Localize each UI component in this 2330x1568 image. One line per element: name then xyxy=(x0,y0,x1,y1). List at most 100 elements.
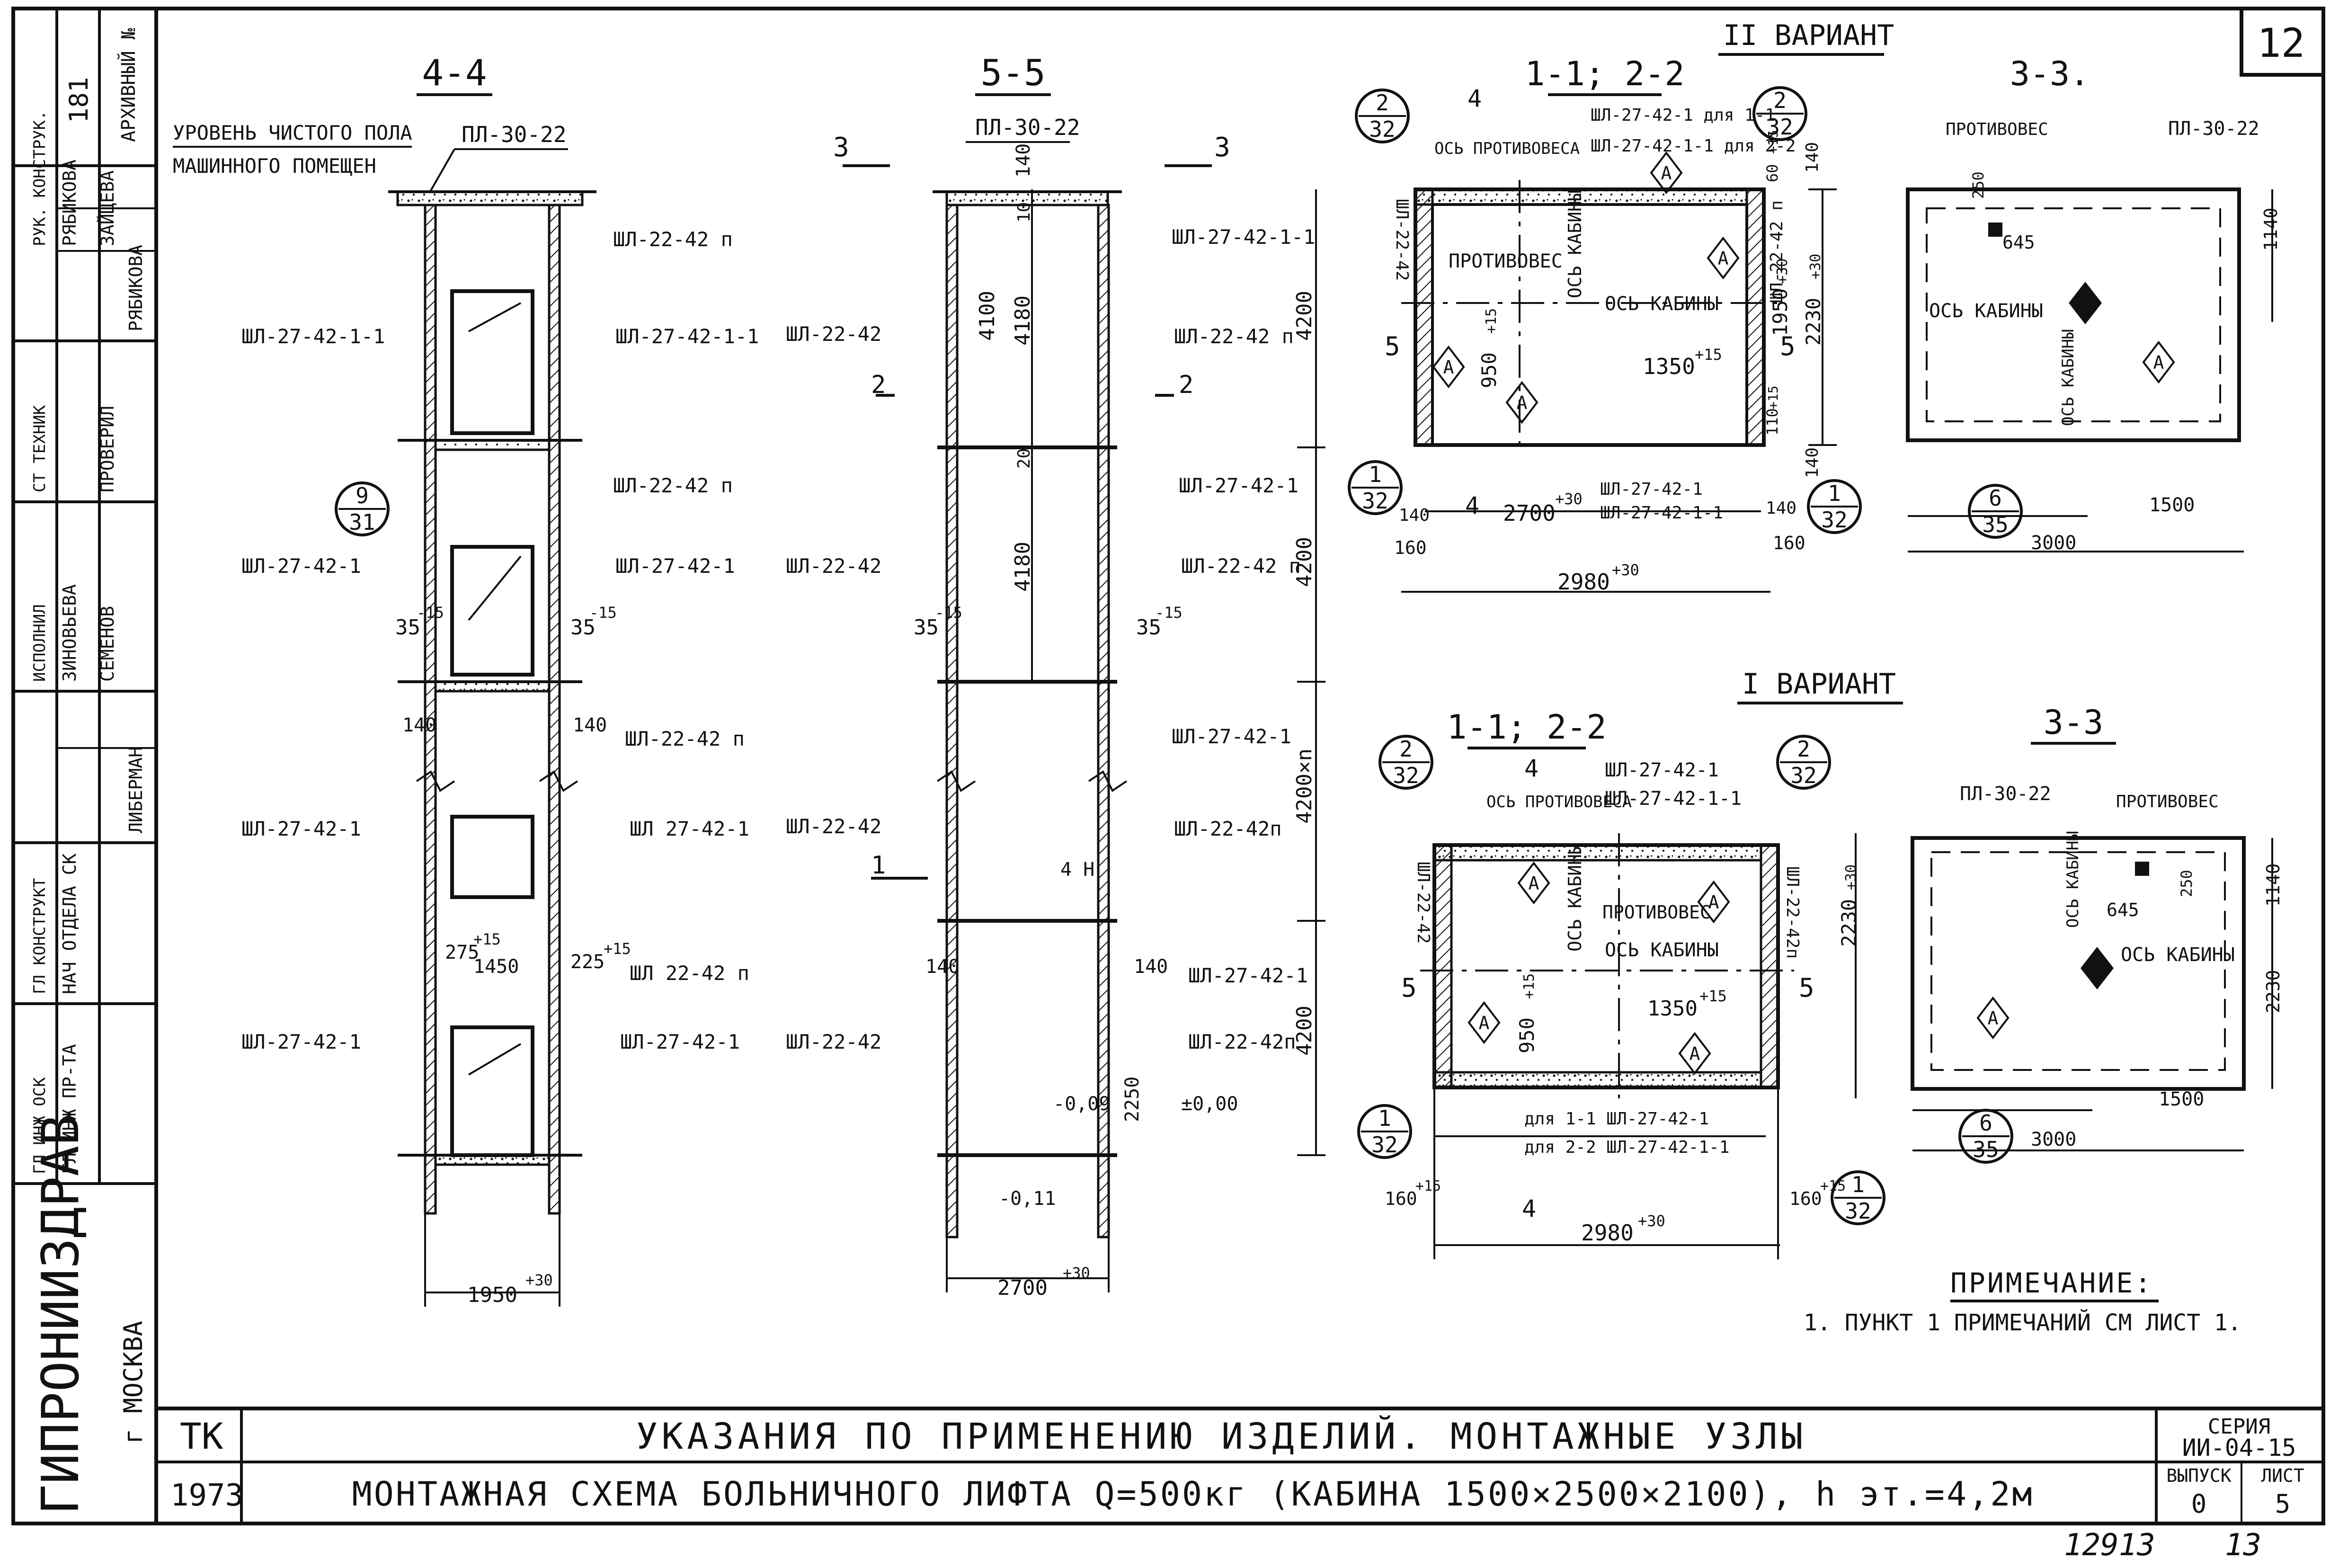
v1-p33-label-3: ОСЬ КАБИНЫ xyxy=(2121,944,2235,966)
s55-level-2: -0,11 xyxy=(999,1188,1056,1210)
v2-p33-callout: 635 xyxy=(1968,484,2023,539)
s44-dim-3: 140 xyxy=(573,714,607,736)
v2-label-9: ШЛ-27-42-1-1 xyxy=(1600,503,1723,523)
v1-label-5: ПРОТИВОВЕС xyxy=(1602,902,1711,923)
v1-callout-1: 232 xyxy=(1776,735,1831,790)
s44-callout-top: 9 xyxy=(356,483,369,508)
v2-label-5: ОСЬ КАБИНЫ xyxy=(1605,293,1719,315)
issue-label: ВЫПУСК xyxy=(2166,1465,2231,1486)
variant-2: II ВАРИАНТ 1-1; 2-2 3-3. xyxy=(1401,19,2273,593)
v1-tol-4: +15 xyxy=(1820,1178,1846,1194)
s55-right-label-7: ШЛ-22-42п xyxy=(1188,1030,1296,1053)
v2-callout-3: 132 xyxy=(1807,479,1862,534)
v1-dim-5: 1350 xyxy=(1647,997,1698,1021)
s55-left-label-0: ШЛ-22-42 xyxy=(786,322,881,346)
v2-dim-15: 2230 xyxy=(1802,298,1825,346)
v1-marker-1-diamond xyxy=(1697,880,1730,924)
v2-callout-0-circle xyxy=(1355,89,1410,143)
stamp-name-1: ЗАЙЦЕВА xyxy=(97,170,118,246)
s44-tol-4: +30 xyxy=(525,1271,553,1289)
s44-dim-0: 35 xyxy=(395,615,420,640)
v1-p33-dim-5: 3000 xyxy=(2031,1129,2076,1150)
s44-right-label-7: ШЛ-27-42-1 xyxy=(620,1030,740,1053)
v1-p33-marker-diamond xyxy=(1976,996,2010,1040)
v1-callout-2: 132 xyxy=(1357,1104,1412,1159)
s55-left-label-2: ШЛ-22-42 xyxy=(786,815,881,838)
v2-p33-dim-3: 1500 xyxy=(2149,494,2195,516)
title-block: ТК 1973 УКАЗАНИЯ ПО ПРИМЕНЕНИЮ ИЗДЕЛИЙ. … xyxy=(170,1415,2304,1519)
section-4-4-labels: ШЛ-22-42 пШЛ-27-42-1-1ШЛ-22-42 пШЛ-27-42… xyxy=(241,228,759,1307)
s55-cut-1: 1 xyxy=(871,851,886,880)
v1-tol-0: +15 xyxy=(1521,973,1538,999)
v2-p33-label-1: ПЛ-30-22 xyxy=(2168,118,2259,140)
stamp-role-8: ГЛ ИНЖ ОСК xyxy=(30,1077,49,1174)
v2-tol-0: +15 xyxy=(1483,308,1500,334)
v1-callout-1-circle xyxy=(1776,735,1831,790)
v2-callout-0: 232 xyxy=(1355,89,1410,143)
s44-tol-0: -15 xyxy=(417,604,444,622)
v1-dim-0: 4 xyxy=(1524,755,1539,782)
s44-right-label-3: ШЛ-27-42-1 xyxy=(615,554,735,578)
v1-dim-4: 950 xyxy=(1515,1017,1539,1053)
v2-callout-1-bot: 32 xyxy=(1767,114,1793,140)
v2-label-1: ШЛ-27-42-1-1 для 2-2 xyxy=(1591,136,1796,156)
v1-callout-0-bot: 32 xyxy=(1393,763,1419,788)
cut-3-right: 3 xyxy=(1214,132,1230,163)
v2-dim-10: 110 xyxy=(1763,408,1781,436)
v1-callout-1-bot: 32 xyxy=(1790,763,1816,788)
variant-2-heading: II ВАРИАНТ xyxy=(1723,19,1894,52)
v2-marker-3-diamond xyxy=(1505,381,1539,424)
s55-right-label-1: ШЛ-22-42 п xyxy=(1174,325,1294,348)
v2-marker-1: A xyxy=(1718,248,1729,269)
section-5-5-title: 5-5 xyxy=(980,52,1045,94)
s44-left-label-3: ШЛ-27-42-1 xyxy=(241,1030,361,1053)
s44-dim-7: 1950 xyxy=(467,1283,517,1307)
s55-tol-1: -15 xyxy=(1155,604,1183,622)
s55-left-label-1: ШЛ-22-42 xyxy=(786,554,881,578)
v1-marker-3-diamond xyxy=(1678,1032,1711,1075)
v1-p33-dim-3: 2230 xyxy=(2263,970,2284,1013)
v1-callout-3: 132 xyxy=(1831,1170,1885,1225)
s44-callout-circle xyxy=(335,481,390,536)
section-4-4-title: 4-4 xyxy=(422,52,487,94)
v2-dim-3: 4 xyxy=(1465,492,1479,519)
v2-dim-5: 140 xyxy=(1803,142,1822,173)
v1-label-9: для 2-2 ШЛ-27-42-1-1 xyxy=(1524,1138,1729,1157)
stamp-name-4: ЗИНОВЬЕВА xyxy=(59,584,80,682)
s55-dimv-7: 4200 xyxy=(1292,537,1316,587)
v1-label-3: ШЛ-22-42 xyxy=(1414,862,1433,944)
s55-left-label-3: ШЛ-22-42 xyxy=(786,1030,881,1053)
variant-1-heading: I ВАРИАНТ xyxy=(1742,668,1896,701)
variant-1-plan33-title: 3-3 xyxy=(2044,703,2103,742)
s44-right-label-5: ШЛ 27-42-1 xyxy=(630,817,749,840)
v1-dim-7: 160 xyxy=(1385,1188,1417,1209)
series-label: СЕРИЯ xyxy=(2208,1415,2270,1439)
v1-callout-3-circle xyxy=(1831,1170,1885,1225)
v1-label-4: ОСЬ КАБИНЫ xyxy=(1565,843,1585,952)
v2-dim-9: 160 xyxy=(1773,533,1805,553)
v1-label-8: для 1-1 ШЛ-27-42-1 xyxy=(1524,1109,1709,1129)
title-year: 1973 xyxy=(170,1478,243,1513)
stamp-name-2: РЯБИКОВА xyxy=(125,245,146,331)
s55-dim-0: 35 xyxy=(914,615,939,640)
s55-dimv-3: 4180 xyxy=(1011,295,1035,346)
v2-p33-marker-diamond xyxy=(2142,340,2175,384)
section-5-5-slab: ПЛ-30-22 xyxy=(975,115,1080,140)
footer-left-number: 12913 xyxy=(2064,1528,2155,1563)
s44-right-label-0: ШЛ-22-42 п xyxy=(613,228,733,251)
title-line-2: МОНТАЖНАЯ СХЕМА БОЛЬНИЧНОГО ЛИФТА Q=500к… xyxy=(352,1475,2034,1514)
s44-tol-1: -15 xyxy=(589,604,617,622)
v2-p33-callout-top: 6 xyxy=(1989,485,2002,511)
v2-p33-dim-1: 645 xyxy=(2002,232,2035,253)
s55-right-label-0: ШЛ-27-42-1-1 xyxy=(1172,225,1315,249)
stamp-name-7: НАЧ ОТДЕЛА СК xyxy=(59,853,80,994)
sheet-frame xyxy=(11,7,2325,1525)
s44-left-label-1: ШЛ-27-42-1 xyxy=(241,554,361,578)
s44-left-label-2: ШЛ-27-42-1 xyxy=(241,817,361,840)
v2-callout-2: 132 xyxy=(1348,460,1403,515)
s55-dimv-8: 4200×n xyxy=(1292,748,1316,824)
s44-dim-6: 225 xyxy=(570,951,605,973)
v1-tol-2: +30 xyxy=(1843,864,1859,890)
